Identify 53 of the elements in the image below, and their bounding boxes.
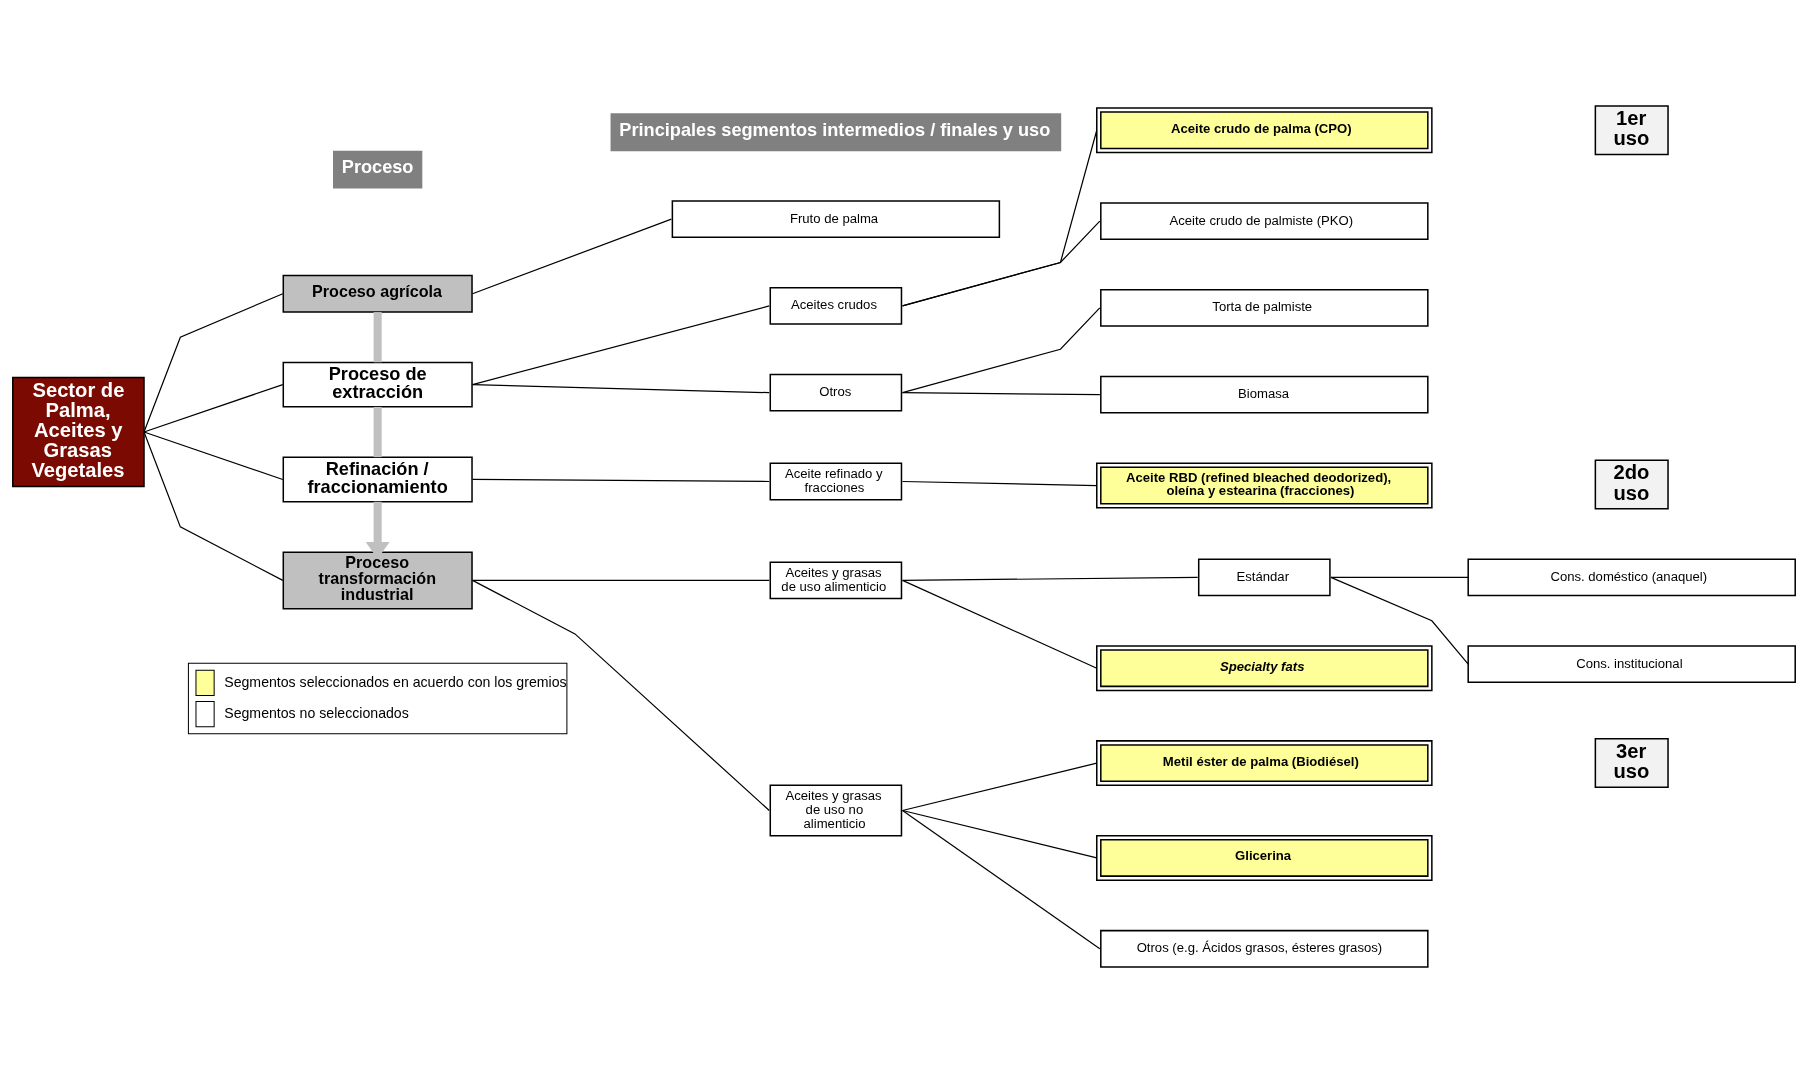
node-box: Glicerina xyxy=(1096,834,1433,881)
connector xyxy=(901,762,1098,811)
node-box: Aceites crudos xyxy=(769,286,903,325)
node-box: Sector de Palma, Aceites y Grasas Vegetales xyxy=(12,376,145,487)
connector xyxy=(901,579,1098,669)
node-box: Metil éster de palma (Biodiésel) xyxy=(1096,739,1433,786)
connector xyxy=(471,478,770,482)
node-box: Cons. doméstico (anaquel) xyxy=(1467,557,1796,596)
connector xyxy=(143,383,284,433)
connector xyxy=(143,430,284,480)
legend-label: Segmentos seleccionados en acuerdo con los gremios xyxy=(224,673,567,690)
node-box: Refinación / fraccionamiento xyxy=(282,456,473,502)
connector xyxy=(901,809,1101,949)
connector xyxy=(1330,576,1469,578)
node-box: Aceite crudo de palma (CPO) xyxy=(1096,106,1433,153)
node-box: Aceites y grasas de uso alimenticio xyxy=(769,561,903,599)
node-box: Principales segmentos intermedios / finales y uso xyxy=(610,112,1062,151)
node-box: Fruto de palma xyxy=(671,199,1001,238)
connector xyxy=(471,579,770,811)
connector xyxy=(143,430,284,581)
connector xyxy=(901,809,1098,859)
node-box: 3er uso xyxy=(1594,737,1669,788)
node-box: Estándar xyxy=(1197,557,1331,596)
node-box: Torta de palmiste xyxy=(1100,288,1429,327)
node-box: Proceso xyxy=(333,150,423,189)
node-box: Proceso transformación industrial xyxy=(282,550,473,609)
legend-label: Segmentos no seleccionados xyxy=(224,704,409,721)
node-box: Otros (e.g. Ácidos grasos, ésteres grasos) xyxy=(1100,929,1429,968)
connector xyxy=(373,311,382,362)
node-box: Specialty fats xyxy=(1096,644,1433,691)
node-box: Aceite refinado y fracciones xyxy=(769,462,903,500)
connector xyxy=(901,576,1199,581)
node-box: 2do uso xyxy=(1594,459,1669,509)
connector xyxy=(471,383,770,393)
connector xyxy=(373,406,382,457)
connector xyxy=(471,304,770,385)
connector xyxy=(901,391,1101,395)
node-box: Aceites y grasas de uso no alimenticio xyxy=(769,784,903,836)
node-box: Biomasa xyxy=(1100,375,1429,414)
connector xyxy=(901,220,1101,306)
node-box: Aceite RBD (refined bleached deodorized), oleína y estearina (fracciones) xyxy=(1096,462,1433,508)
connector xyxy=(143,292,284,433)
connector xyxy=(901,480,1098,486)
node-box: 1er uso xyxy=(1594,104,1669,155)
node-box: Aceite crudo de palmiste (PKO) xyxy=(1100,201,1429,240)
node-box: Proceso de extracción xyxy=(282,361,473,408)
connector xyxy=(1330,576,1469,665)
node-box: Otros xyxy=(769,373,903,412)
connector xyxy=(471,579,770,581)
node-box: Cons. institucional xyxy=(1467,644,1796,683)
connector xyxy=(901,306,1101,393)
connector xyxy=(471,217,672,294)
node-box: Proceso agrícola xyxy=(282,274,473,313)
